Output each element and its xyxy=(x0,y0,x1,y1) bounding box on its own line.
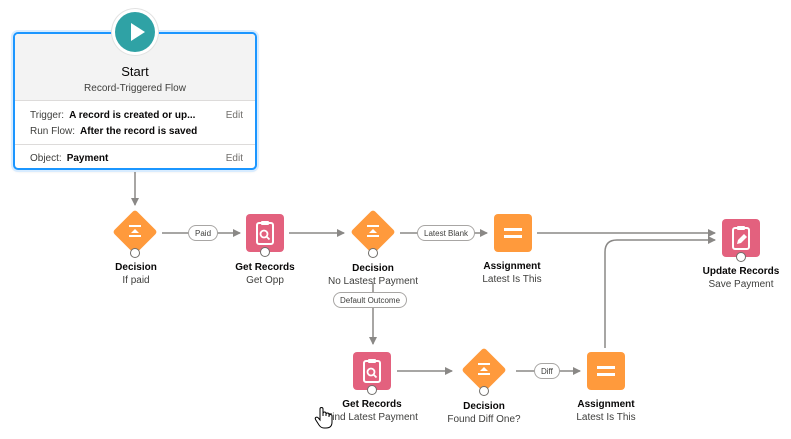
trigger-label: Trigger: xyxy=(30,110,65,121)
assignment-icon xyxy=(587,352,625,390)
trigger-value: A record is created or up... xyxy=(69,110,196,121)
node-type-label: Decision xyxy=(463,401,505,412)
run-flow-label: Run Flow: xyxy=(30,126,76,137)
decision-port[interactable] xyxy=(479,386,489,396)
node-name-label: If paid xyxy=(122,275,150,286)
decision-port[interactable] xyxy=(368,248,378,258)
run-flow-value: After the record is saved xyxy=(80,126,198,137)
decision-icon xyxy=(350,209,396,255)
node-name-label: Save Payment xyxy=(708,279,774,290)
start-divider xyxy=(15,144,255,145)
node-type-label: Assignment xyxy=(577,399,635,410)
update-records-icon xyxy=(722,219,760,257)
connector-label-default-outcome[interactable]: Default Outcome xyxy=(333,292,408,308)
start-element-card[interactable]: Start Record-Triggered Flow Trigger: A re… xyxy=(13,32,257,170)
node-name-label: Find Latest Payment xyxy=(326,412,418,423)
node-type-label: Decision xyxy=(115,262,157,273)
node-type-label: Update Records xyxy=(702,266,780,277)
decision-icon xyxy=(112,209,158,255)
decision-port[interactable] xyxy=(130,248,140,258)
get-records-port[interactable] xyxy=(260,247,270,257)
node-type-label: Get Records xyxy=(235,262,295,273)
object-row: Object: Payment xyxy=(30,153,108,164)
assignment-icon xyxy=(494,214,532,252)
decision-icon xyxy=(461,347,507,393)
start-title: Start xyxy=(121,64,149,79)
connector-label-diff[interactable]: Diff xyxy=(534,363,560,379)
object-label: Object: xyxy=(30,153,62,164)
node-name-label: Found Diff One? xyxy=(447,414,521,425)
get-records-icon xyxy=(246,214,284,252)
node-name-label: Latest Is This xyxy=(482,274,542,285)
play-icon[interactable] xyxy=(112,9,158,55)
update-records-port[interactable] xyxy=(736,252,746,262)
connector-label-paid[interactable]: Paid xyxy=(188,225,219,241)
node-name-label: Latest Is This xyxy=(576,412,636,423)
edit-trigger-link[interactable]: Edit xyxy=(225,110,243,121)
get-records-icon xyxy=(353,352,391,390)
node-name-label: Get Opp xyxy=(246,275,284,286)
get-records-port[interactable] xyxy=(367,385,377,395)
edit-object-link[interactable]: Edit xyxy=(225,153,243,164)
object-value: Payment xyxy=(66,153,109,164)
hand-cursor-icon xyxy=(314,407,333,429)
node-type-label: Decision xyxy=(352,263,394,274)
connector-label-latest-blank[interactable]: Latest Blank xyxy=(417,225,476,241)
node-type-label: Get Records xyxy=(342,399,402,410)
node-type-label: Assignment xyxy=(483,261,541,272)
node-name-label: No Lastest Payment xyxy=(327,276,419,287)
run-flow-row: Run Flow: After the record is saved xyxy=(30,126,197,137)
trigger-row: Trigger: A record is created or up... xyxy=(30,110,195,121)
start-subtitle: Record-Triggered Flow xyxy=(84,83,186,94)
